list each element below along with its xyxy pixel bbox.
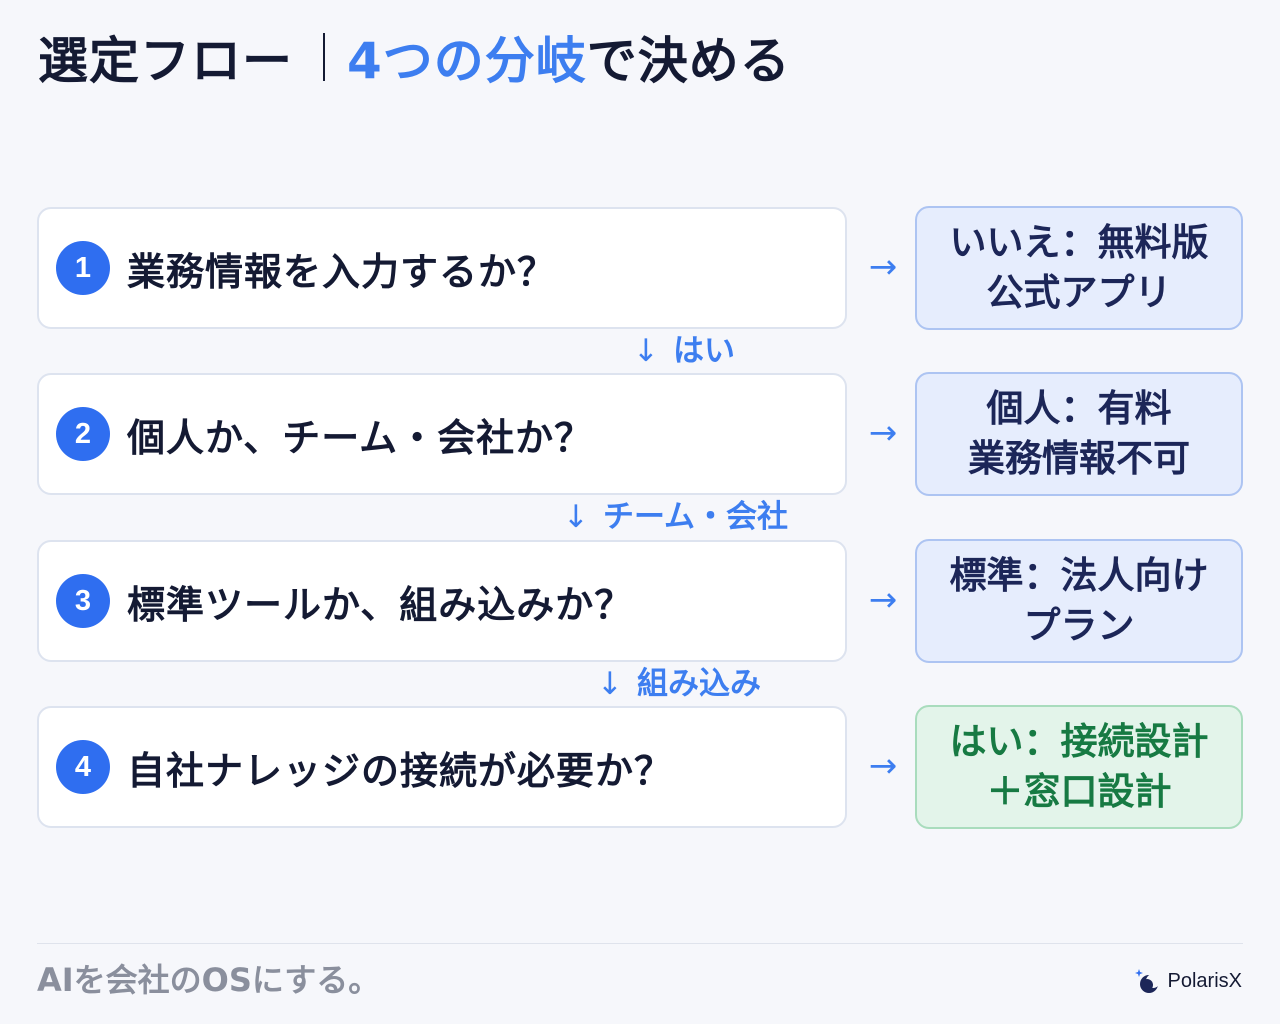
polaris-star-logo-icon xyxy=(1132,966,1162,996)
brand-logo: PolarisX xyxy=(1132,966,1242,996)
result-box-3: 標準：法人向け プラン xyxy=(915,539,1243,663)
result-line-1: いいえ：無料版 xyxy=(949,221,1209,264)
title-main: 選定フロー xyxy=(38,32,293,90)
title-accent: 4つの分岐 xyxy=(347,32,587,90)
result-box-4: はい：接続設計 ＋窓口設計 xyxy=(915,705,1243,829)
flow-label-text: チーム・会社 xyxy=(602,499,789,535)
down-arrow-icon: ↓ xyxy=(597,666,623,702)
page-title: 選定フロー 4つの分岐 で決める xyxy=(38,22,791,92)
title-separator xyxy=(323,33,325,81)
question-text: 標準ツールか、組み込みか？ xyxy=(127,582,634,627)
result-line-1: 標準：法人向け xyxy=(949,554,1209,597)
step-number-badge: 1 xyxy=(56,241,110,295)
brand-name: PolarisX xyxy=(1167,969,1242,992)
down-arrow-icon: ↓ xyxy=(563,499,589,535)
result-line-2: 業務情報不可 xyxy=(968,437,1190,480)
right-arrow-icon: → xyxy=(868,580,898,620)
right-arrow-icon: → xyxy=(868,247,898,287)
question-text: 自社ナレッジの接続が必要か？ xyxy=(127,748,674,793)
flow-label-team-company: ↓ チーム・会社 xyxy=(563,497,788,537)
title-tail: で決める xyxy=(586,32,791,90)
question-card-2: 2 個人か、チーム・会社か？ xyxy=(37,373,847,495)
footer-tagline: AIを会社のOSにする。 xyxy=(37,961,381,999)
result-line-2: ＋窓口設計 xyxy=(986,770,1172,813)
result-line-1: はい：接続設計 xyxy=(949,720,1209,763)
step-number-badge: 4 xyxy=(56,740,110,794)
result-box-1: いいえ：無料版 公式アプリ xyxy=(915,206,1243,330)
flow-label-yes: ↓ はい xyxy=(633,331,735,371)
result-line-2: プラン xyxy=(1023,604,1135,647)
result-box-2: 個人：有料 業務情報不可 xyxy=(915,372,1243,496)
question-card-1: 1 業務情報を入力するか？ xyxy=(37,207,847,329)
result-line-2: 公式アプリ xyxy=(986,271,1172,314)
right-arrow-icon: → xyxy=(868,413,898,453)
down-arrow-icon: ↓ xyxy=(633,333,659,369)
footer-divider xyxy=(37,943,1243,944)
flow-label-embedded: ↓ 組み込み xyxy=(597,664,761,704)
right-arrow-icon: → xyxy=(868,746,898,786)
question-card-4: 4 自社ナレッジの接続が必要か？ xyxy=(37,706,847,828)
question-text: 個人か、チーム・会社か？ xyxy=(127,415,594,460)
flow-label-text: 組み込み xyxy=(636,666,761,702)
flow-label-text: はい xyxy=(672,333,735,369)
result-line-1: 個人：有料 xyxy=(986,387,1172,430)
question-card-3: 3 標準ツールか、組み込みか？ xyxy=(37,540,847,662)
question-text: 業務情報を入力するか？ xyxy=(127,249,557,294)
step-number-badge: 3 xyxy=(56,574,110,628)
step-number-badge: 2 xyxy=(56,407,110,461)
